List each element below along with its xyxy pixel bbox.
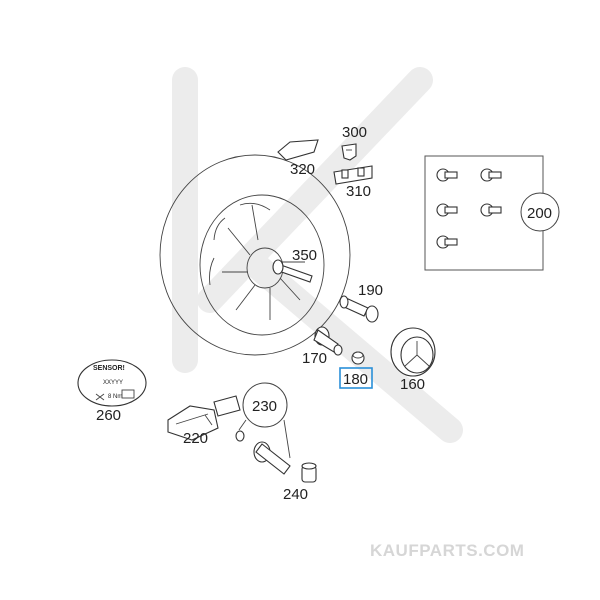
part-240-valve-set xyxy=(253,441,317,483)
label-350[interactable]: 350 xyxy=(292,247,317,264)
kaufparts-watermark: KAUFPARTS.COM xyxy=(370,541,524,560)
label-220[interactable]: 220 xyxy=(183,430,208,447)
label-180[interactable]: 180 xyxy=(343,371,368,388)
label-240[interactable]: 240 xyxy=(283,486,308,503)
label-260[interactable]: 260 xyxy=(96,407,121,424)
part-160-hubcap xyxy=(390,327,436,377)
part-180-cap xyxy=(351,351,365,365)
label-230[interactable]: 230 xyxy=(252,398,277,415)
sticker-code: XXYYY xyxy=(103,380,123,386)
part-310-weight xyxy=(333,165,373,185)
label-320[interactable]: 320 xyxy=(290,161,315,178)
background-logo-watermark xyxy=(172,67,463,443)
label-200[interactable]: 200 xyxy=(527,205,552,222)
label-190[interactable]: 190 xyxy=(358,282,383,299)
sticker-brand: SENSOR! xyxy=(93,365,125,372)
part-300-clip xyxy=(341,143,357,161)
part-260-sticker: SENSOR! XXYYY 8 Nm xyxy=(77,359,147,407)
label-300[interactable]: 300 xyxy=(342,124,367,141)
callout-200-circle xyxy=(520,192,560,232)
label-170[interactable]: 170 xyxy=(302,350,327,367)
label-310[interactable]: 310 xyxy=(346,183,371,200)
wheel-rim xyxy=(159,154,351,356)
label-160[interactable]: 160 xyxy=(400,376,425,393)
part-170-valve xyxy=(313,326,343,356)
callout-230-circle xyxy=(242,382,288,428)
part-320-weight xyxy=(277,139,319,161)
part-190-valve xyxy=(339,295,379,323)
part-230-callout xyxy=(235,419,291,459)
sticker-torque: 8 Nm xyxy=(108,394,122,400)
part-350-valve xyxy=(272,259,313,283)
part-220-sensor xyxy=(167,395,241,441)
highlight-box-180 xyxy=(339,367,373,389)
